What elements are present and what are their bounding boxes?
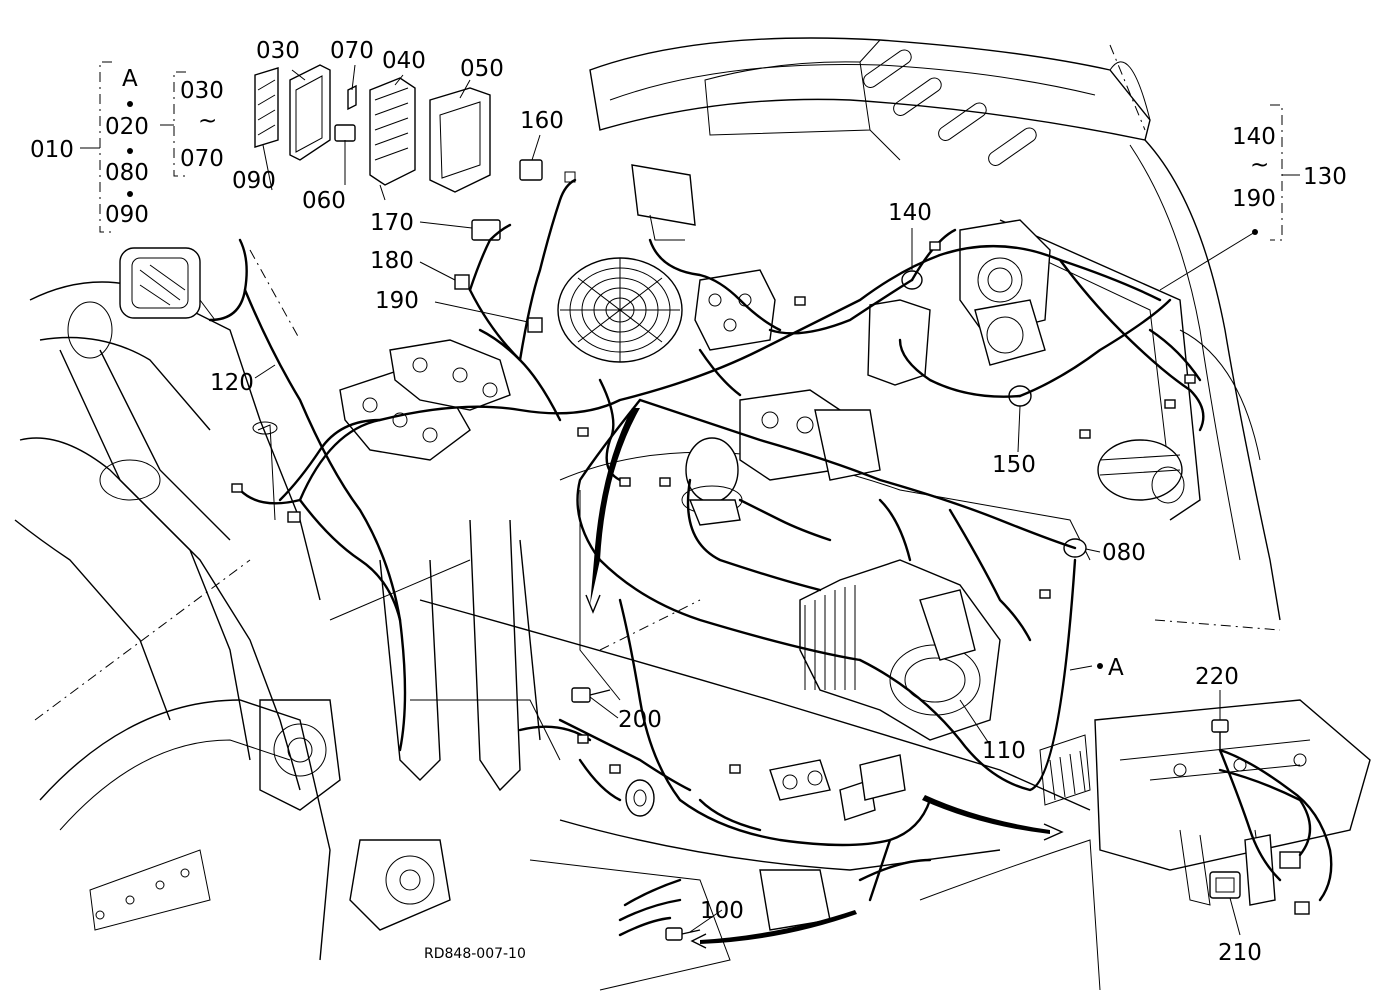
callout-160: 160 <box>520 108 564 134</box>
part-100-bolt <box>665 927 701 941</box>
valve-bank-left <box>339 339 511 461</box>
callout-140: 140 <box>888 200 932 226</box>
valve-block-center <box>694 269 776 351</box>
callout-020: 020 <box>105 114 149 140</box>
callout-190-range-end: 190 <box>1232 186 1276 212</box>
callout-130: 130 <box>1303 164 1347 190</box>
callout-200: 200 <box>618 707 662 733</box>
callout-labels: 010 A 020 080 090 030 ~ 070 090 030 070 … <box>30 38 1347 966</box>
range-tilde-1: ~ <box>198 108 217 134</box>
callout-190: 190 <box>375 288 419 314</box>
callout-060: 060 <box>302 188 346 214</box>
callout-070-range-end: 070 <box>180 146 224 172</box>
callout-030-range-start: 030 <box>180 78 224 104</box>
part-160-connector <box>519 159 576 183</box>
cooling-fan <box>557 257 683 363</box>
ref-a-label: A <box>122 66 138 92</box>
wiring-harness <box>208 178 1333 937</box>
horn <box>625 779 655 817</box>
part-200-bolt <box>571 687 611 703</box>
part-090-cover <box>254 67 279 148</box>
callout-090-list: 090 <box>105 202 149 228</box>
callout-050: 050 <box>460 56 504 82</box>
direction-arrows <box>585 408 1064 949</box>
callout-080-list: 080 <box>105 160 149 186</box>
callout-090: 090 <box>232 168 276 194</box>
callout-170: 170 <box>370 210 414 236</box>
lever-mount <box>252 421 278 521</box>
part-220-bolt <box>1211 719 1229 750</box>
joystick <box>681 437 743 526</box>
switch-box <box>839 754 906 821</box>
callout-140-range-start: 140 <box>1232 124 1276 150</box>
evaporator-unit <box>799 559 1001 741</box>
drawing-code: RD848-007-10 <box>424 946 526 962</box>
part-030-fuse-lid <box>289 64 331 161</box>
work-light <box>119 247 216 321</box>
callout-210: 210 <box>1218 940 1262 966</box>
callout-110: 110 <box>982 738 1026 764</box>
callout-180: 180 <box>370 248 414 274</box>
ref-a-label-2: A <box>1108 655 1124 681</box>
callout-100: 100 <box>700 898 744 924</box>
part-060-relay <box>334 124 356 142</box>
controller-unit <box>959 219 1051 366</box>
callout-150: 150 <box>992 452 1036 478</box>
machine-outline <box>14 37 1371 991</box>
part-180-connector <box>454 274 470 290</box>
callout-010: 010 <box>30 137 74 163</box>
callout-120: 120 <box>210 370 254 396</box>
callout-080: 080 <box>1102 540 1146 566</box>
part-210-switch <box>1209 834 1310 915</box>
monitor-panel <box>631 164 696 241</box>
components <box>119 64 1310 941</box>
control-block <box>739 389 881 481</box>
callout-040: 040 <box>382 48 426 74</box>
part-040-fuse-block <box>369 77 416 201</box>
range-tilde-2: ~ <box>1250 152 1269 178</box>
compressor <box>1097 439 1185 504</box>
callout-070: 070 <box>330 38 374 64</box>
part-190-connector <box>527 317 543 333</box>
part-050-fuse-housing <box>429 87 491 193</box>
part-070-fuse <box>347 84 357 111</box>
part-170-relay <box>471 219 501 241</box>
callout-030: 030 <box>256 38 300 64</box>
leader-lines <box>80 61 1300 936</box>
callout-220: 220 <box>1195 664 1239 690</box>
solenoid-valve <box>769 759 831 801</box>
